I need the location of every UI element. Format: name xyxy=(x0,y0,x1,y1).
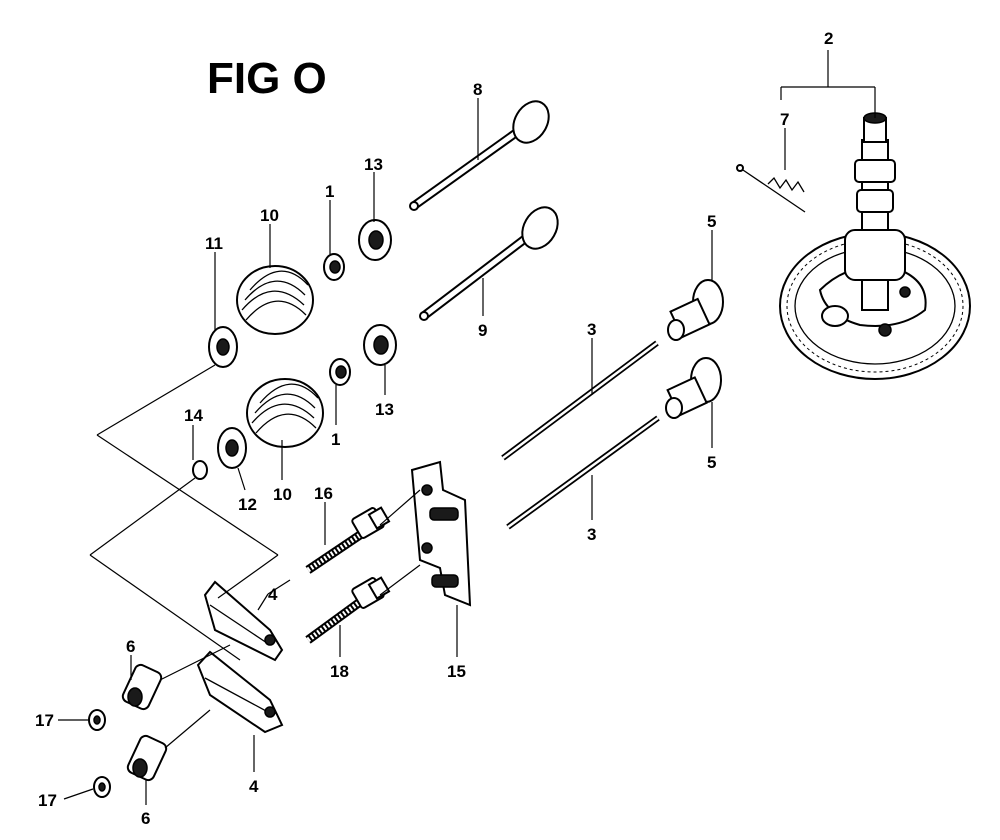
callout-16: 16 xyxy=(314,484,333,503)
callout-14: 14 xyxy=(184,406,203,425)
nut-lower-17 xyxy=(93,776,111,798)
callout-17-lower: 17 xyxy=(38,791,57,810)
callout-10-lower: 10 xyxy=(273,485,292,504)
callout-10-upper: 10 xyxy=(260,206,279,225)
assembly-guide-lines xyxy=(89,50,876,749)
rocker-arm-upper xyxy=(203,580,284,662)
pivot-bolt-upper xyxy=(305,506,391,574)
rocker-plate-15 xyxy=(410,460,472,607)
seal-lower-1 xyxy=(329,358,351,386)
callout-17-upper: 17 xyxy=(35,711,54,730)
callout-5-lower: 5 xyxy=(707,453,716,472)
nut-upper-17 xyxy=(88,709,106,731)
callout-leaders xyxy=(58,98,786,805)
callout-2: 2 xyxy=(824,29,833,48)
push-rod-lower xyxy=(506,415,660,530)
tappet-lower xyxy=(665,357,722,419)
valve-upper xyxy=(409,100,550,211)
washer-11 xyxy=(208,326,238,368)
tappet-upper xyxy=(667,279,724,341)
callout-1-upper: 1 xyxy=(325,182,334,201)
rocker-arm-lower xyxy=(196,650,284,734)
spring-upper-10 xyxy=(236,265,314,335)
callout-11: 11 xyxy=(205,234,223,253)
valve-lower xyxy=(419,206,559,321)
callout-8: 8 xyxy=(473,80,482,99)
callout-18: 18 xyxy=(330,662,349,681)
pivot-bolt-lower xyxy=(305,576,391,644)
callout-12: 12 xyxy=(238,495,257,514)
callout-7: 7 xyxy=(780,110,789,129)
callout-3-upper: 3 xyxy=(587,320,596,339)
pin-upper-6 xyxy=(121,663,163,711)
spring-lower-10 xyxy=(246,378,324,448)
callout-3-lower: 3 xyxy=(587,525,596,544)
callout-1-lower: 1 xyxy=(331,430,340,449)
figure-title: FIG O xyxy=(207,54,327,103)
pin-lower-6 xyxy=(126,734,168,782)
retainer-upper-13 xyxy=(358,219,392,261)
callout-13-lower: 13 xyxy=(375,400,394,419)
callout-9: 9 xyxy=(478,321,487,340)
seal-upper-1 xyxy=(323,253,345,281)
callout-6-upper: 6 xyxy=(126,637,135,656)
oring-14 xyxy=(192,460,208,480)
spring-pin xyxy=(736,164,806,213)
callout-4-upper: 4 xyxy=(268,585,278,604)
callout-13-upper: 13 xyxy=(364,155,383,174)
callout-15: 15 xyxy=(447,662,466,681)
push-rod-upper xyxy=(501,340,659,461)
retainer-lower-13 xyxy=(363,324,397,366)
callout-6-lower: 6 xyxy=(141,809,150,828)
camshaft-gear xyxy=(779,112,971,380)
washer-12 xyxy=(217,427,247,469)
callout-4-lower: 4 xyxy=(249,777,259,796)
callout-numbers: 2 7 8 13 1 10 11 9 5 3 13 1 14 12 10 5 1… xyxy=(35,29,833,828)
callout-5-upper: 5 xyxy=(707,212,716,231)
